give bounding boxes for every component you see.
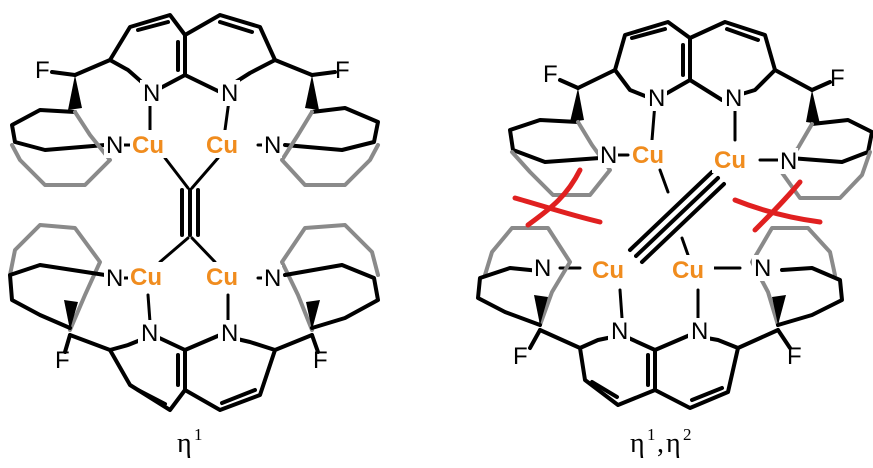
atom-cu: Cu xyxy=(132,132,164,159)
right-top-cf-groups xyxy=(558,68,832,124)
right-top-pyridines xyxy=(508,118,873,164)
atom-n: N xyxy=(691,318,708,345)
left-top-pyridines xyxy=(10,106,380,152)
atom-cu: Cu xyxy=(714,147,746,174)
atom-n: N xyxy=(106,132,123,159)
atom-f: F xyxy=(543,61,558,88)
clash-icon-left-2 xyxy=(525,167,583,228)
atom-cu: Cu xyxy=(632,142,664,169)
right-acetylide xyxy=(628,168,726,264)
right-bottom-pyridines xyxy=(476,266,844,327)
caption-left: η 1 xyxy=(177,425,203,459)
atom-n: N xyxy=(611,318,628,345)
caption-right-sup-2: 2 xyxy=(683,425,692,444)
right-bottom-back-pyridines xyxy=(483,226,837,327)
right-bottom-naphthyridine xyxy=(578,333,740,410)
right-top-naphthyridine xyxy=(613,20,777,102)
atom-f: F xyxy=(313,347,328,374)
left-top-cf-groups xyxy=(50,58,337,110)
atom-f: F xyxy=(55,347,70,374)
atom-n: N xyxy=(780,148,797,175)
atom-n: N xyxy=(754,255,771,282)
caption-right-eta-1: η xyxy=(630,428,645,459)
atom-cu: Cu xyxy=(130,264,162,291)
left-top-back-pyridines xyxy=(10,110,380,187)
atom-n: N xyxy=(648,85,665,112)
atom-cu: Cu xyxy=(206,132,238,159)
atom-f: F xyxy=(787,343,802,370)
atom-f: F xyxy=(35,57,50,84)
atom-n: N xyxy=(264,132,281,159)
caption-right-comma: , xyxy=(657,428,664,459)
atom-n: N xyxy=(221,320,238,347)
left-bottom-pyridines xyxy=(8,263,380,330)
clash-icon-right-2 xyxy=(752,179,803,233)
atom-cu: Cu xyxy=(206,264,238,291)
atom-f: F xyxy=(335,57,350,84)
left-top-naphthyridine xyxy=(108,13,277,94)
left-bottom-cf-groups xyxy=(63,300,320,354)
clash-icon-left-1 xyxy=(512,195,603,225)
atom-n: N xyxy=(106,265,123,292)
atom-cu: Cu xyxy=(672,257,704,284)
steric-clash-marks xyxy=(512,167,823,233)
atom-n: N xyxy=(534,255,551,282)
atom-n: N xyxy=(141,320,158,347)
atom-f: F xyxy=(513,343,528,370)
atom-cu: Cu xyxy=(592,257,624,284)
label-backgrounds xyxy=(104,80,798,346)
atom-n: N xyxy=(600,142,617,169)
clash-icon-right-1 xyxy=(732,197,823,225)
atom-n: N xyxy=(143,80,160,107)
caption-right: η 1 , η 2 xyxy=(630,425,692,459)
atom-n: N xyxy=(221,80,238,107)
right-bottom-cf-groups xyxy=(528,295,792,350)
left-structure xyxy=(8,13,380,412)
caption-left-sup: 1 xyxy=(194,425,203,444)
atom-f: F xyxy=(830,65,845,92)
right-structure xyxy=(476,20,873,410)
left-bottom-naphthyridine xyxy=(108,333,277,412)
atom-n: N xyxy=(264,265,281,292)
left-acetylide xyxy=(158,156,220,264)
caption-right-sup-1: 1 xyxy=(647,425,656,444)
left-bottom-back-pyridines xyxy=(8,223,380,332)
caption-left-eta: η xyxy=(177,428,192,459)
caption-right-eta-2: η xyxy=(666,428,681,459)
atom-n: N xyxy=(725,85,742,112)
